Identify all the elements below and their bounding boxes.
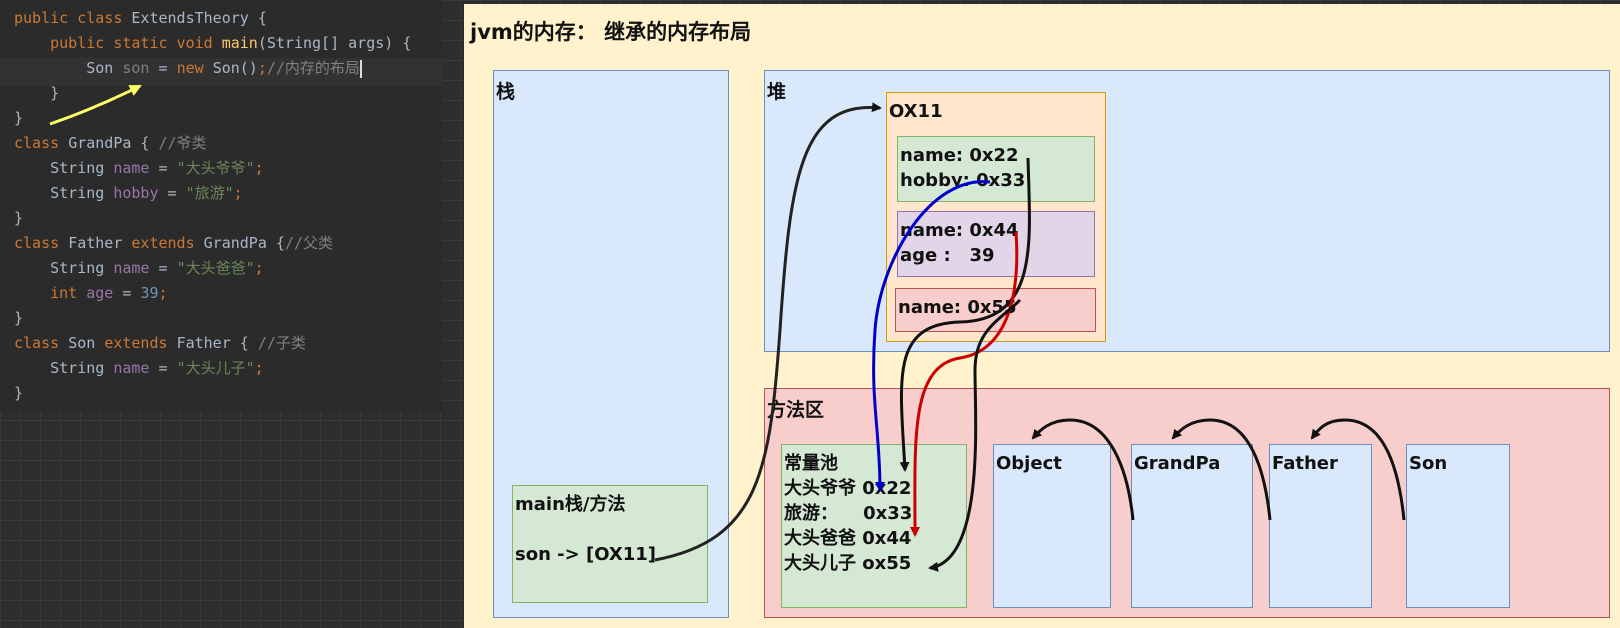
code-editor[interactable]: public class ExtendsTheory { public stat… bbox=[0, 0, 442, 412]
text-caret bbox=[359, 59, 362, 78]
current-line-highlight bbox=[0, 58, 442, 86]
inherit-grandpa-object bbox=[1031, 418, 1135, 521]
inherit-father-grandpa bbox=[1171, 418, 1272, 521]
class-father: Father bbox=[1269, 444, 1372, 608]
class-object-label: Object bbox=[996, 453, 1062, 474]
father-fields-box: name: 0x44 age : 39 bbox=[897, 211, 1095, 277]
father-name-arrow bbox=[909, 231, 1019, 537]
class-object: Object bbox=[993, 444, 1111, 608]
hobby-arrow bbox=[872, 180, 991, 492]
diagram-title: jvm的内存： 继承的内存布局 bbox=[470, 20, 752, 44]
main-frame-ref: son -> [OX11] bbox=[515, 544, 657, 565]
code-line-9: } bbox=[14, 209, 24, 227]
grandpa-fields-box: name: 0x22 hobby: 0x33 bbox=[897, 136, 1095, 202]
ref-arrow bbox=[654, 102, 882, 562]
grandpa-fields: name: 0x22 hobby: 0x33 bbox=[900, 145, 1026, 191]
inherit-son-father bbox=[1310, 418, 1406, 521]
son-name-arrow bbox=[928, 298, 1022, 572]
code-line-16: } bbox=[14, 384, 24, 402]
constant-pool: 常量池 大头爷爷 0x22 旅游： 0x33 大头爸爸 0x44 大头儿子 ox… bbox=[781, 444, 967, 608]
code-line-4: } bbox=[14, 84, 60, 102]
code-line-2: public static void main(String[] args) { bbox=[14, 34, 412, 52]
main-frame-title: main栈/方法 bbox=[515, 494, 626, 515]
main-stack-frame: main栈/方法 son -> [OX11] bbox=[512, 485, 708, 603]
code-line-11: String name = "大头爸爸"; bbox=[14, 259, 264, 277]
code-line-3: Son son = new Son();//内存的布局 bbox=[14, 59, 362, 78]
class-son: Son bbox=[1406, 444, 1510, 608]
code-line-5: } bbox=[14, 109, 24, 127]
class-grandpa: GrandPa bbox=[1131, 444, 1253, 608]
grandpa-name-arrow bbox=[899, 157, 1031, 472]
stack-label: 栈 bbox=[496, 81, 516, 103]
constant-pool-title: 常量池 bbox=[784, 453, 838, 474]
code-line-6: class GrandPa { //爷类 bbox=[14, 134, 207, 152]
code-line-12: int age = 39; bbox=[14, 284, 168, 302]
code-line-13: } bbox=[14, 309, 24, 327]
constant-pool-entries: 大头爷爷 0x22 旅游： 0x33 大头爸爸 0x44 大头儿子 ox55 bbox=[784, 478, 913, 574]
code-line-1: public class ExtendsTheory { bbox=[14, 9, 267, 27]
class-grandpa-label: GrandPa bbox=[1134, 453, 1221, 474]
class-son-label: Son bbox=[1409, 453, 1448, 474]
object-address: OX11 bbox=[889, 101, 943, 122]
code-line-8: String hobby = "旅游"; bbox=[14, 184, 243, 202]
class-father-label: Father bbox=[1272, 453, 1338, 474]
code-line-15: String name = "大头儿子"; bbox=[14, 359, 264, 377]
code-line-10: class Father extends GrandPa {//父类 bbox=[14, 234, 333, 252]
method-area-label: 方法区 bbox=[767, 399, 825, 421]
annotation-arrow bbox=[49, 84, 142, 126]
heap-label: 堆 bbox=[767, 81, 787, 103]
father-fields: name: 0x44 age : 39 bbox=[900, 220, 1019, 266]
code-line-14: class Son extends Father { //子类 bbox=[14, 334, 306, 352]
memory-diagram: jvm的内存： 继承的内存布局 栈 main栈/方法 son -> [OX11]… bbox=[464, 4, 1620, 628]
code-line-7: String name = "大头爷爷"; bbox=[14, 159, 264, 177]
